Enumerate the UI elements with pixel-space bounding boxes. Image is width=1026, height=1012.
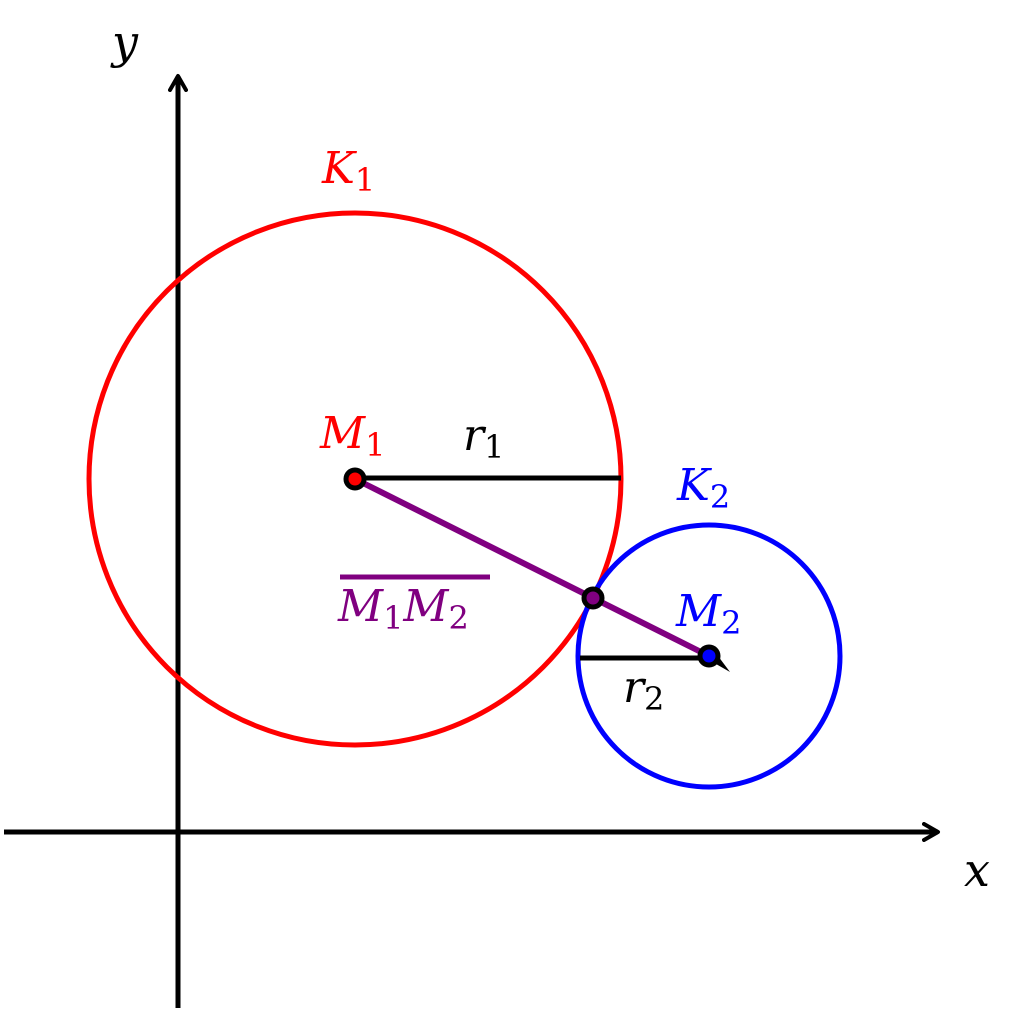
y-axis-label: y <box>110 15 139 69</box>
circle-k2-label: K2 <box>676 460 730 516</box>
center-m2-point <box>697 644 721 668</box>
circle-k2 <box>575 522 843 790</box>
center-m1-label: M1 <box>319 408 385 464</box>
segment-m1m2 <box>353 476 711 659</box>
x-axis-label: x <box>964 843 990 897</box>
radius-r2-label: r2 <box>623 662 664 718</box>
radius-r1-label: r1 <box>463 410 504 466</box>
center-m1-point <box>343 467 367 491</box>
center-m2-label: M2 <box>675 586 741 642</box>
circle-k1-label: K1 <box>321 143 375 199</box>
tangent-point <box>581 586 605 610</box>
segment-m1m2-label: M1M2 <box>337 581 469 637</box>
